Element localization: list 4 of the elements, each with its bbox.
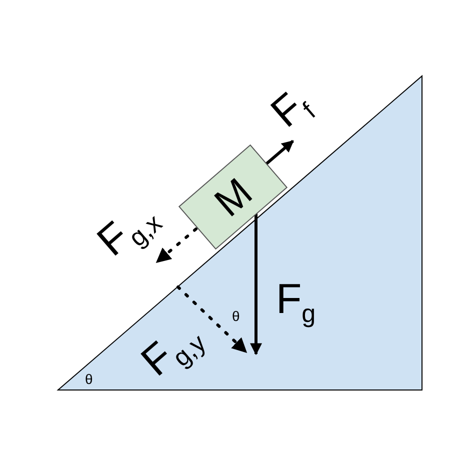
mass-block: M [178,144,288,250]
force-label: F$_{g}$ [276,280,316,325]
angle-label: θ [232,310,240,322]
angle-label: θ [85,372,93,386]
